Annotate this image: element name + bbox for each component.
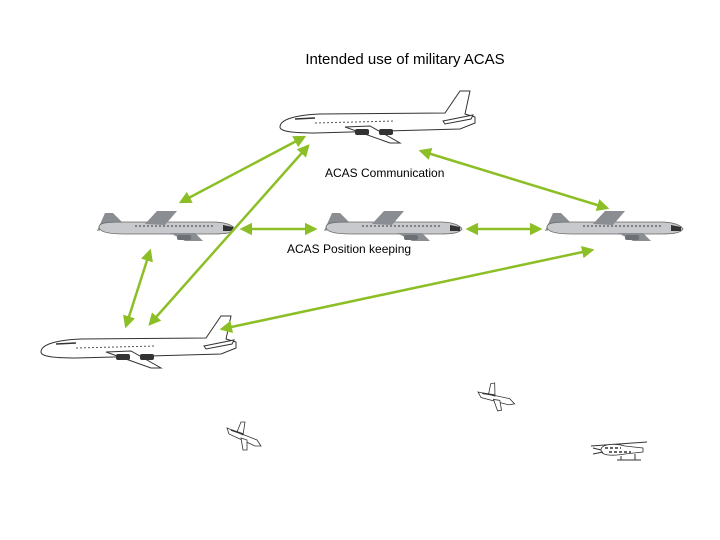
arrow-airliner-left-to-jumbo-bottom xyxy=(123,248,153,329)
arrow-jumbo-top-to-jumbo-bottom xyxy=(148,144,310,326)
arrow-jumbo-top-to-airliner-right xyxy=(418,147,610,212)
page-title: Intended use of military ACAS xyxy=(305,51,505,68)
jumbo-jet-icon xyxy=(279,90,476,144)
jumbo-jet-icon xyxy=(40,315,237,369)
airliner-icon xyxy=(323,210,463,242)
acas-position-keeping-label: ACAS Position keeping xyxy=(287,242,412,256)
small-aircraft-icon xyxy=(476,379,517,415)
airliner-icon xyxy=(544,210,684,242)
helicopter-icon xyxy=(590,441,648,461)
arrow-airliner-right-to-jumbo-bottom xyxy=(219,245,595,334)
small-aircraft-icon xyxy=(226,421,262,451)
airliner-icon xyxy=(96,210,236,242)
acas-communication-label: ACAS Communication xyxy=(325,166,445,180)
